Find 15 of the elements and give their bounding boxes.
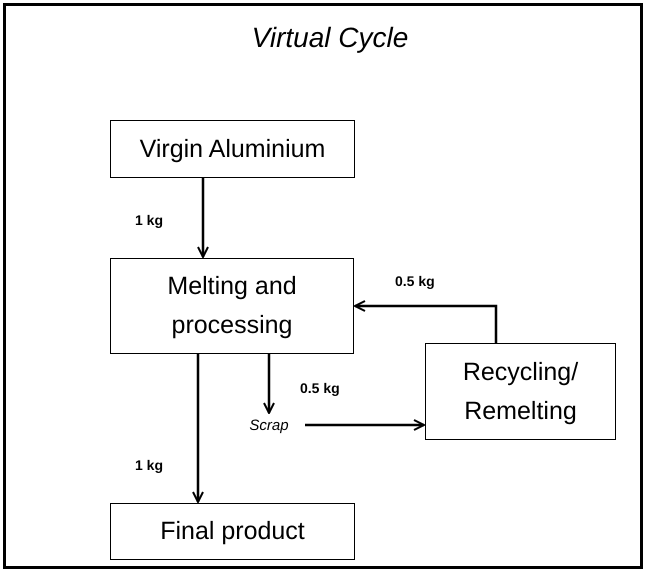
- arrow: [197, 178, 209, 258]
- flow-label: Scrap: [233, 414, 305, 436]
- edge-label: 0.5 kg: [298, 380, 342, 396]
- process-box: Melting and processing: [110, 258, 354, 354]
- arrow: [263, 354, 275, 414]
- edge-label: 0.5 kg: [393, 273, 437, 289]
- process-box: Virgin Aluminium: [110, 120, 355, 178]
- arrow: [305, 419, 425, 431]
- edge-label: 1 kg: [133, 457, 166, 473]
- diagram-title: Virtual Cycle: [250, 22, 410, 54]
- arrow: [192, 354, 204, 503]
- process-box: Recycling/ Remelting: [425, 343, 616, 440]
- process-box: Final product: [110, 503, 355, 560]
- arrow: [354, 300, 498, 343]
- edge-label: 1 kg: [133, 212, 166, 228]
